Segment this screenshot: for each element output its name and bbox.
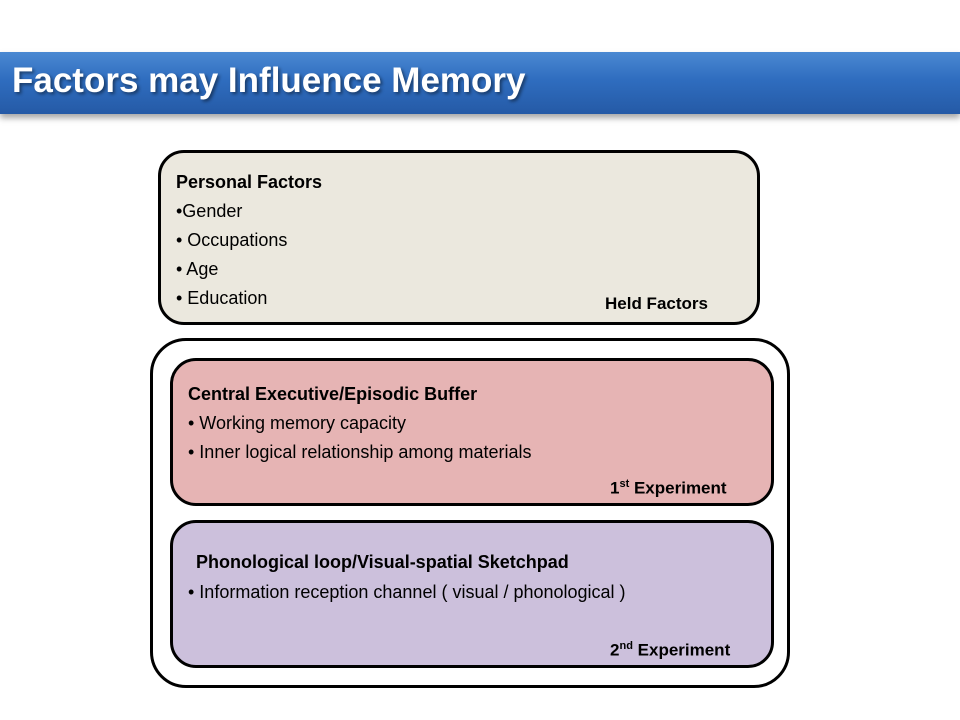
first-experiment-label: 1st Experiment (610, 478, 727, 499)
central-item-working-memory: • Working memory capacity (188, 413, 407, 433)
personal-factor-occupations: • Occupations (176, 230, 288, 250)
first-experiment-text: Experiment (629, 478, 727, 498)
second-experiment-number: 2 (610, 640, 620, 660)
personal-factor-gender: •Gender (176, 201, 243, 221)
phonological-loop-heading: Phonological loop/Visual-spatial Sketchp… (196, 552, 569, 572)
second-experiment-label: 2nd Experiment (610, 640, 730, 661)
title-bar: Factors may Influence Memory (0, 52, 960, 114)
central-executive-heading: Central Executive/Episodic Buffer (188, 384, 478, 404)
personal-factors-heading: Personal Factors (176, 172, 323, 192)
second-experiment-suffix: nd (619, 640, 633, 652)
personal-factors-box: Personal Factors •Gender • Occupations •… (158, 150, 760, 325)
first-experiment-number: 1 (610, 478, 620, 498)
held-factors-label: Held Factors (605, 294, 708, 313)
personal-factor-age: • Age (176, 259, 219, 279)
central-item-logical-relationship: • Inner logical relationship among mater… (188, 442, 532, 462)
central-executive-box: Central Executive/Episodic Buffer • Work… (170, 358, 774, 506)
phono-item-reception-channel: • Information reception channel ( visual… (188, 582, 626, 602)
first-experiment-suffix: st (619, 478, 630, 490)
phonological-loop-box: Phonological loop/Visual-spatial Sketchp… (170, 520, 774, 668)
personal-factor-education: • Education (176, 288, 268, 308)
slide-title: Factors may Influence Memory (12, 61, 526, 100)
second-experiment-text: Experiment (632, 640, 731, 660)
